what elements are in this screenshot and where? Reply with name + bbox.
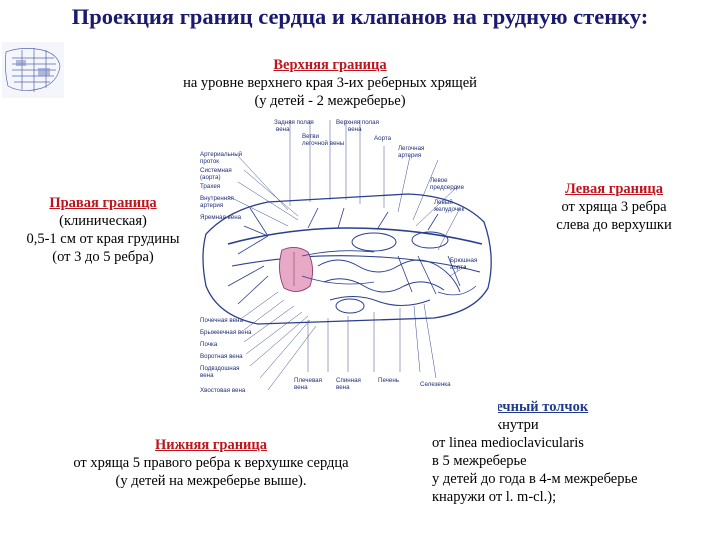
- svg-text:Воротная вена: Воротная вена: [200, 353, 243, 360]
- upper-border-block: Верхняя граница на уровне верхнего края …: [140, 56, 520, 110]
- right-border-block: Правая граница (клиническая) 0,5-1 см от…: [0, 194, 206, 266]
- svg-text:Яремная вена: Яремная вена: [200, 214, 242, 221]
- svg-text:Спинная: Спинная: [336, 377, 361, 384]
- lower-border-block: Нижняя граница от хряща 5 правого ребра …: [28, 436, 394, 490]
- svg-text:вена: вена: [348, 126, 362, 133]
- page-title: Проекция границ сердца и клапанов на гру…: [71, 4, 649, 29]
- svg-text:Подвздошная: Подвздошная: [200, 365, 240, 372]
- left-border-line1: от хряща 3 ребра: [561, 199, 667, 215]
- svg-text:Печень: Печень: [378, 377, 399, 384]
- svg-text:вена: вена: [336, 384, 350, 391]
- anatomy-thumbnail: [2, 42, 64, 98]
- svg-text:Левый: Левый: [434, 199, 453, 206]
- svg-text:Верхняя полая: Верхняя полая: [336, 119, 379, 126]
- apex-beat-line4: у детей до года в 4-м межреберье: [432, 471, 638, 487]
- left-border-block: Левая граница от хряща 3 ребра слева до …: [516, 180, 712, 234]
- lower-border-heading: Нижняя граница: [154, 437, 268, 453]
- svg-text:вена: вена: [294, 384, 308, 391]
- svg-text:Системная: Системная: [200, 167, 232, 174]
- svg-text:Селезенка: Селезенка: [420, 381, 451, 388]
- svg-text:Левое: Левое: [430, 177, 448, 184]
- svg-text:Аорта: Аорта: [374, 135, 392, 142]
- apex-beat-line5: кнаружи от l. m-cl.);: [432, 489, 557, 505]
- lower-border-line1: от хряща 5 правого ребра к верхушке серд…: [73, 455, 349, 471]
- svg-text:Брюшная: Брюшная: [450, 257, 477, 264]
- svg-text:Ветви: Ветви: [302, 133, 319, 140]
- lower-border-line2: (у детей на межреберье выше).: [115, 473, 307, 489]
- apex-beat-line2: от linea medioclavicularis: [432, 435, 584, 451]
- upper-border-heading: Верхняя граница: [273, 57, 387, 73]
- right-border-line2: 0,5-1 см от края грудины: [26, 231, 180, 247]
- svg-text:легочной вены: легочной вены: [302, 140, 345, 147]
- svg-text:Брыжеечная вена: Брыжеечная вена: [200, 329, 252, 336]
- left-border-line2: слева до верхушки: [556, 217, 672, 233]
- right-border-line1: (клиническая): [59, 213, 147, 229]
- svg-text:артерия: артерия: [398, 152, 421, 159]
- svg-text:артерия: артерия: [200, 202, 223, 209]
- svg-text:предсердие: предсердие: [430, 184, 465, 191]
- right-border-line3: (от 3 до 5 ребра): [52, 249, 154, 265]
- circulation-diagram: Задняя полая вена Ветви легочной вены Ве…: [198, 116, 498, 436]
- svg-text:аорта: аорта: [450, 264, 467, 271]
- svg-text:Плечевая: Плечевая: [294, 377, 322, 384]
- svg-text:Внутренняя: Внутренняя: [200, 195, 234, 202]
- svg-text:Артериальный: Артериальный: [200, 151, 243, 158]
- svg-text:Почка: Почка: [200, 341, 218, 348]
- svg-text:Легочная: Легочная: [398, 145, 424, 152]
- upper-border-line2: (у детей - 2 межреберье): [254, 93, 406, 109]
- svg-text:Хвостовая вена: Хвостовая вена: [200, 387, 246, 394]
- svg-text:(аорта): (аорта): [200, 174, 221, 181]
- svg-text:желудочек: желудочек: [434, 206, 464, 213]
- svg-text:вена: вена: [200, 372, 214, 379]
- svg-text:Задняя полая: Задняя полая: [274, 119, 314, 126]
- apex-beat-line3: в 5 межреберье: [432, 453, 527, 469]
- svg-text:вена: вена: [276, 126, 290, 133]
- upper-border-line1: на уровне верхнего края 3-их реберных хр…: [183, 75, 477, 91]
- svg-text:проток: проток: [200, 158, 219, 165]
- svg-text:Трахея: Трахея: [200, 183, 220, 190]
- svg-text:Почечная вена: Почечная вена: [200, 317, 243, 324]
- left-border-heading: Левая граница: [565, 181, 663, 197]
- right-border-heading: Правая граница: [49, 195, 157, 211]
